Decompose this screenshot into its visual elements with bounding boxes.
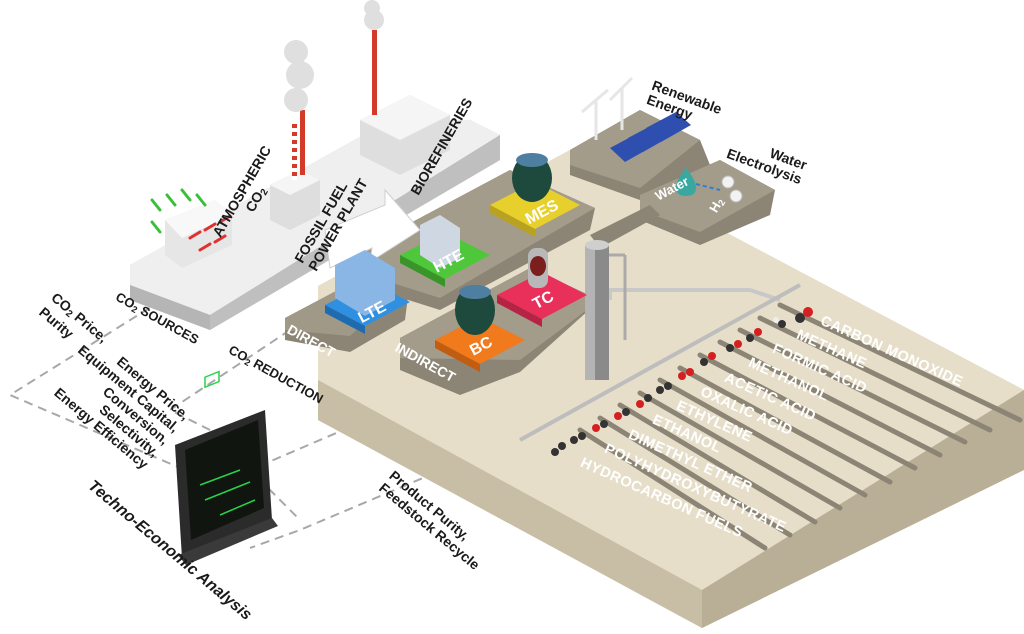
tile-hte-shape (400, 215, 490, 287)
manifold-pipe (608, 288, 781, 302)
water-drop (676, 168, 696, 196)
product-molecules (551, 307, 813, 456)
smoke-plumes (284, 0, 384, 112)
power-plant-building (270, 110, 320, 230)
connector-co2 (7, 291, 186, 471)
connector-energy (168, 329, 291, 441)
distillation-tower (585, 240, 627, 380)
monitor (175, 370, 278, 565)
product-rails (577, 302, 1023, 551)
tile-lte-shape (325, 250, 410, 334)
wind-turbines (581, 76, 634, 140)
solar-panels (610, 112, 691, 162)
biorefinery-building (360, 30, 450, 175)
tile-mes-shape (490, 153, 580, 237)
tile-bc-shape (435, 285, 525, 372)
tile-tc-shape (497, 248, 587, 327)
co2-arrows (150, 188, 232, 252)
